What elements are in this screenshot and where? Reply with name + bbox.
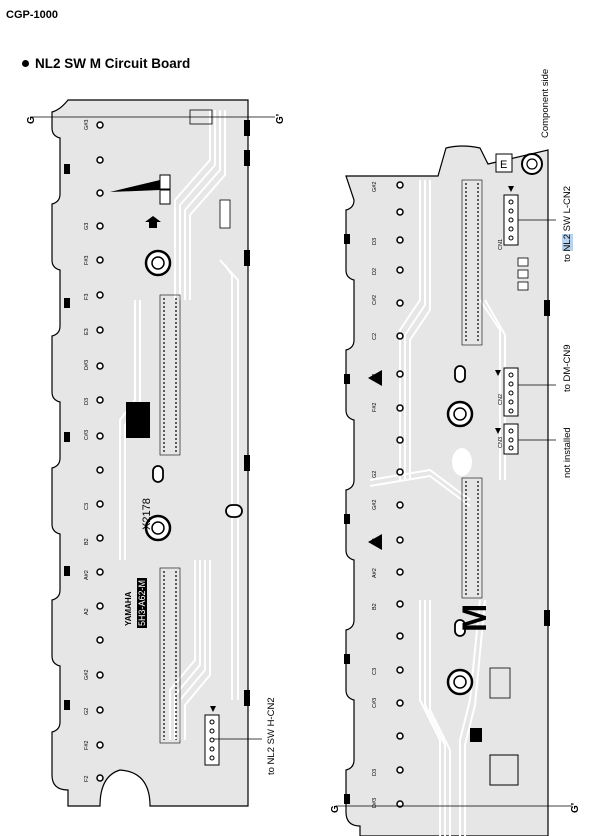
board-cutout [452, 448, 472, 476]
svg-text:G#2: G#2 [372, 182, 378, 192]
svg-text:F#2: F#2 [372, 403, 378, 412]
svg-text:G#3: G#3 [84, 120, 90, 130]
svg-text:G2: G2 [84, 708, 90, 715]
left-connector-cn2 [204, 706, 220, 766]
svg-text:C#2: C#2 [372, 295, 378, 305]
board-letter-m: M [456, 604, 494, 632]
board-part-number: 5H3-A62-M [137, 577, 147, 628]
mark-e: E [500, 159, 507, 171]
svg-text:D3: D3 [84, 398, 90, 405]
connector-label-l-cn2: to NL2 SW L-CN2 [562, 185, 573, 262]
svg-text:G#2: G#2 [84, 670, 90, 680]
svg-text:C#3: C#3 [84, 430, 90, 440]
right-connector-cn3 [495, 423, 519, 455]
left-diode-array-lower [159, 567, 181, 744]
component-side-label: Component side [540, 68, 551, 138]
board-code: X2178 [141, 498, 153, 530]
svg-text:E3: E3 [84, 328, 90, 335]
cn3-label: CN3 [498, 436, 504, 448]
maker-logo-text: YAMAHA [124, 591, 133, 626]
right-key-contacts [396, 181, 404, 808]
right-diode-array-lower [461, 477, 483, 599]
slot-hole [454, 619, 466, 637]
svg-text:A#2: A#2 [372, 568, 378, 578]
slot-hole [454, 365, 466, 383]
slot-hole [152, 465, 164, 483]
ic-chip [126, 402, 150, 438]
key-marker-icon [145, 216, 161, 228]
cn2-label: CN2 [498, 393, 504, 405]
svg-text:G2: G2 [372, 471, 378, 478]
connector-label-h-cn2: to NL2 SW H-CN2 [266, 697, 277, 775]
svg-text:F3: F3 [84, 294, 90, 300]
ic-outline [489, 754, 519, 786]
right-board-outline [345, 145, 549, 836]
bullet-icon [22, 59, 29, 67]
svg-text:A#2: A#2 [84, 570, 90, 580]
key-marker-icon [368, 534, 382, 550]
left-diode-array-upper [159, 294, 181, 456]
cn1-label: CN1 [498, 238, 504, 250]
svg-text:D#3: D#3 [84, 360, 90, 370]
right-key-labels: G#2 D3 D2 C#2 C2 F2 F#2 G2 G#2 A2 A#2 B2… [372, 182, 378, 808]
right-connector-cn1 [503, 186, 519, 246]
svg-text:C3: C3 [84, 503, 90, 510]
mark-e-box [495, 153, 513, 173]
svg-text:D3: D3 [372, 769, 378, 776]
right-connector-cn2 [495, 367, 519, 417]
diagram-title: NL2 SW M Circuit Board [22, 56, 190, 71]
svg-text:C#3: C#3 [372, 698, 378, 708]
left-traces [119, 110, 239, 740]
left-key-labels: G#3 G3 F#3 F3 E3 D#3 D3 C#3 C3 B2 A#2 A2… [84, 120, 90, 782]
slot-hole [225, 504, 243, 518]
section-label-g-top: G [26, 116, 37, 124]
svg-text:C3: C3 [372, 668, 378, 675]
model-header: CGP-1000 [6, 9, 58, 21]
left-key-contacts [96, 121, 104, 782]
svg-text:B2: B2 [84, 538, 90, 545]
svg-text:A2: A2 [84, 608, 90, 615]
section-label-g-prime-top: G' [275, 113, 286, 124]
left-edge-pads [64, 120, 250, 710]
section-label-g-bottom: G [330, 805, 341, 813]
right-board: G#2 D3 D2 C#2 C2 F2 F#2 G2 G#2 A2 A#2 B2… [344, 145, 556, 836]
svg-text:D3: D3 [372, 238, 378, 245]
section-label-g-prime-bottom: G' [570, 802, 581, 813]
connector-label-dm-cn9: to DM-CN9 [562, 344, 573, 392]
svg-text:F2: F2 [84, 776, 90, 782]
svg-text:B2: B2 [372, 603, 378, 610]
svg-text:G#2: G#2 [372, 500, 378, 510]
right-diode-array-upper [461, 179, 483, 346]
left-board: G#3 G3 F#3 F3 E3 D#3 D3 C#3 C3 B2 A#2 A2… [51, 99, 262, 807]
svg-text:D2: D2 [372, 268, 378, 275]
key-marker-icon [368, 370, 382, 386]
svg-text:F#3: F#3 [84, 256, 90, 265]
svg-text:D#3: D#3 [372, 798, 378, 808]
right-edge-pads [344, 234, 550, 804]
connector-label-not-installed: not installed [562, 427, 573, 478]
svg-text:C2: C2 [372, 333, 378, 340]
left-board-outline [51, 99, 249, 807]
svg-text:G3: G3 [84, 223, 90, 230]
svg-text:F#2: F#2 [84, 741, 90, 750]
